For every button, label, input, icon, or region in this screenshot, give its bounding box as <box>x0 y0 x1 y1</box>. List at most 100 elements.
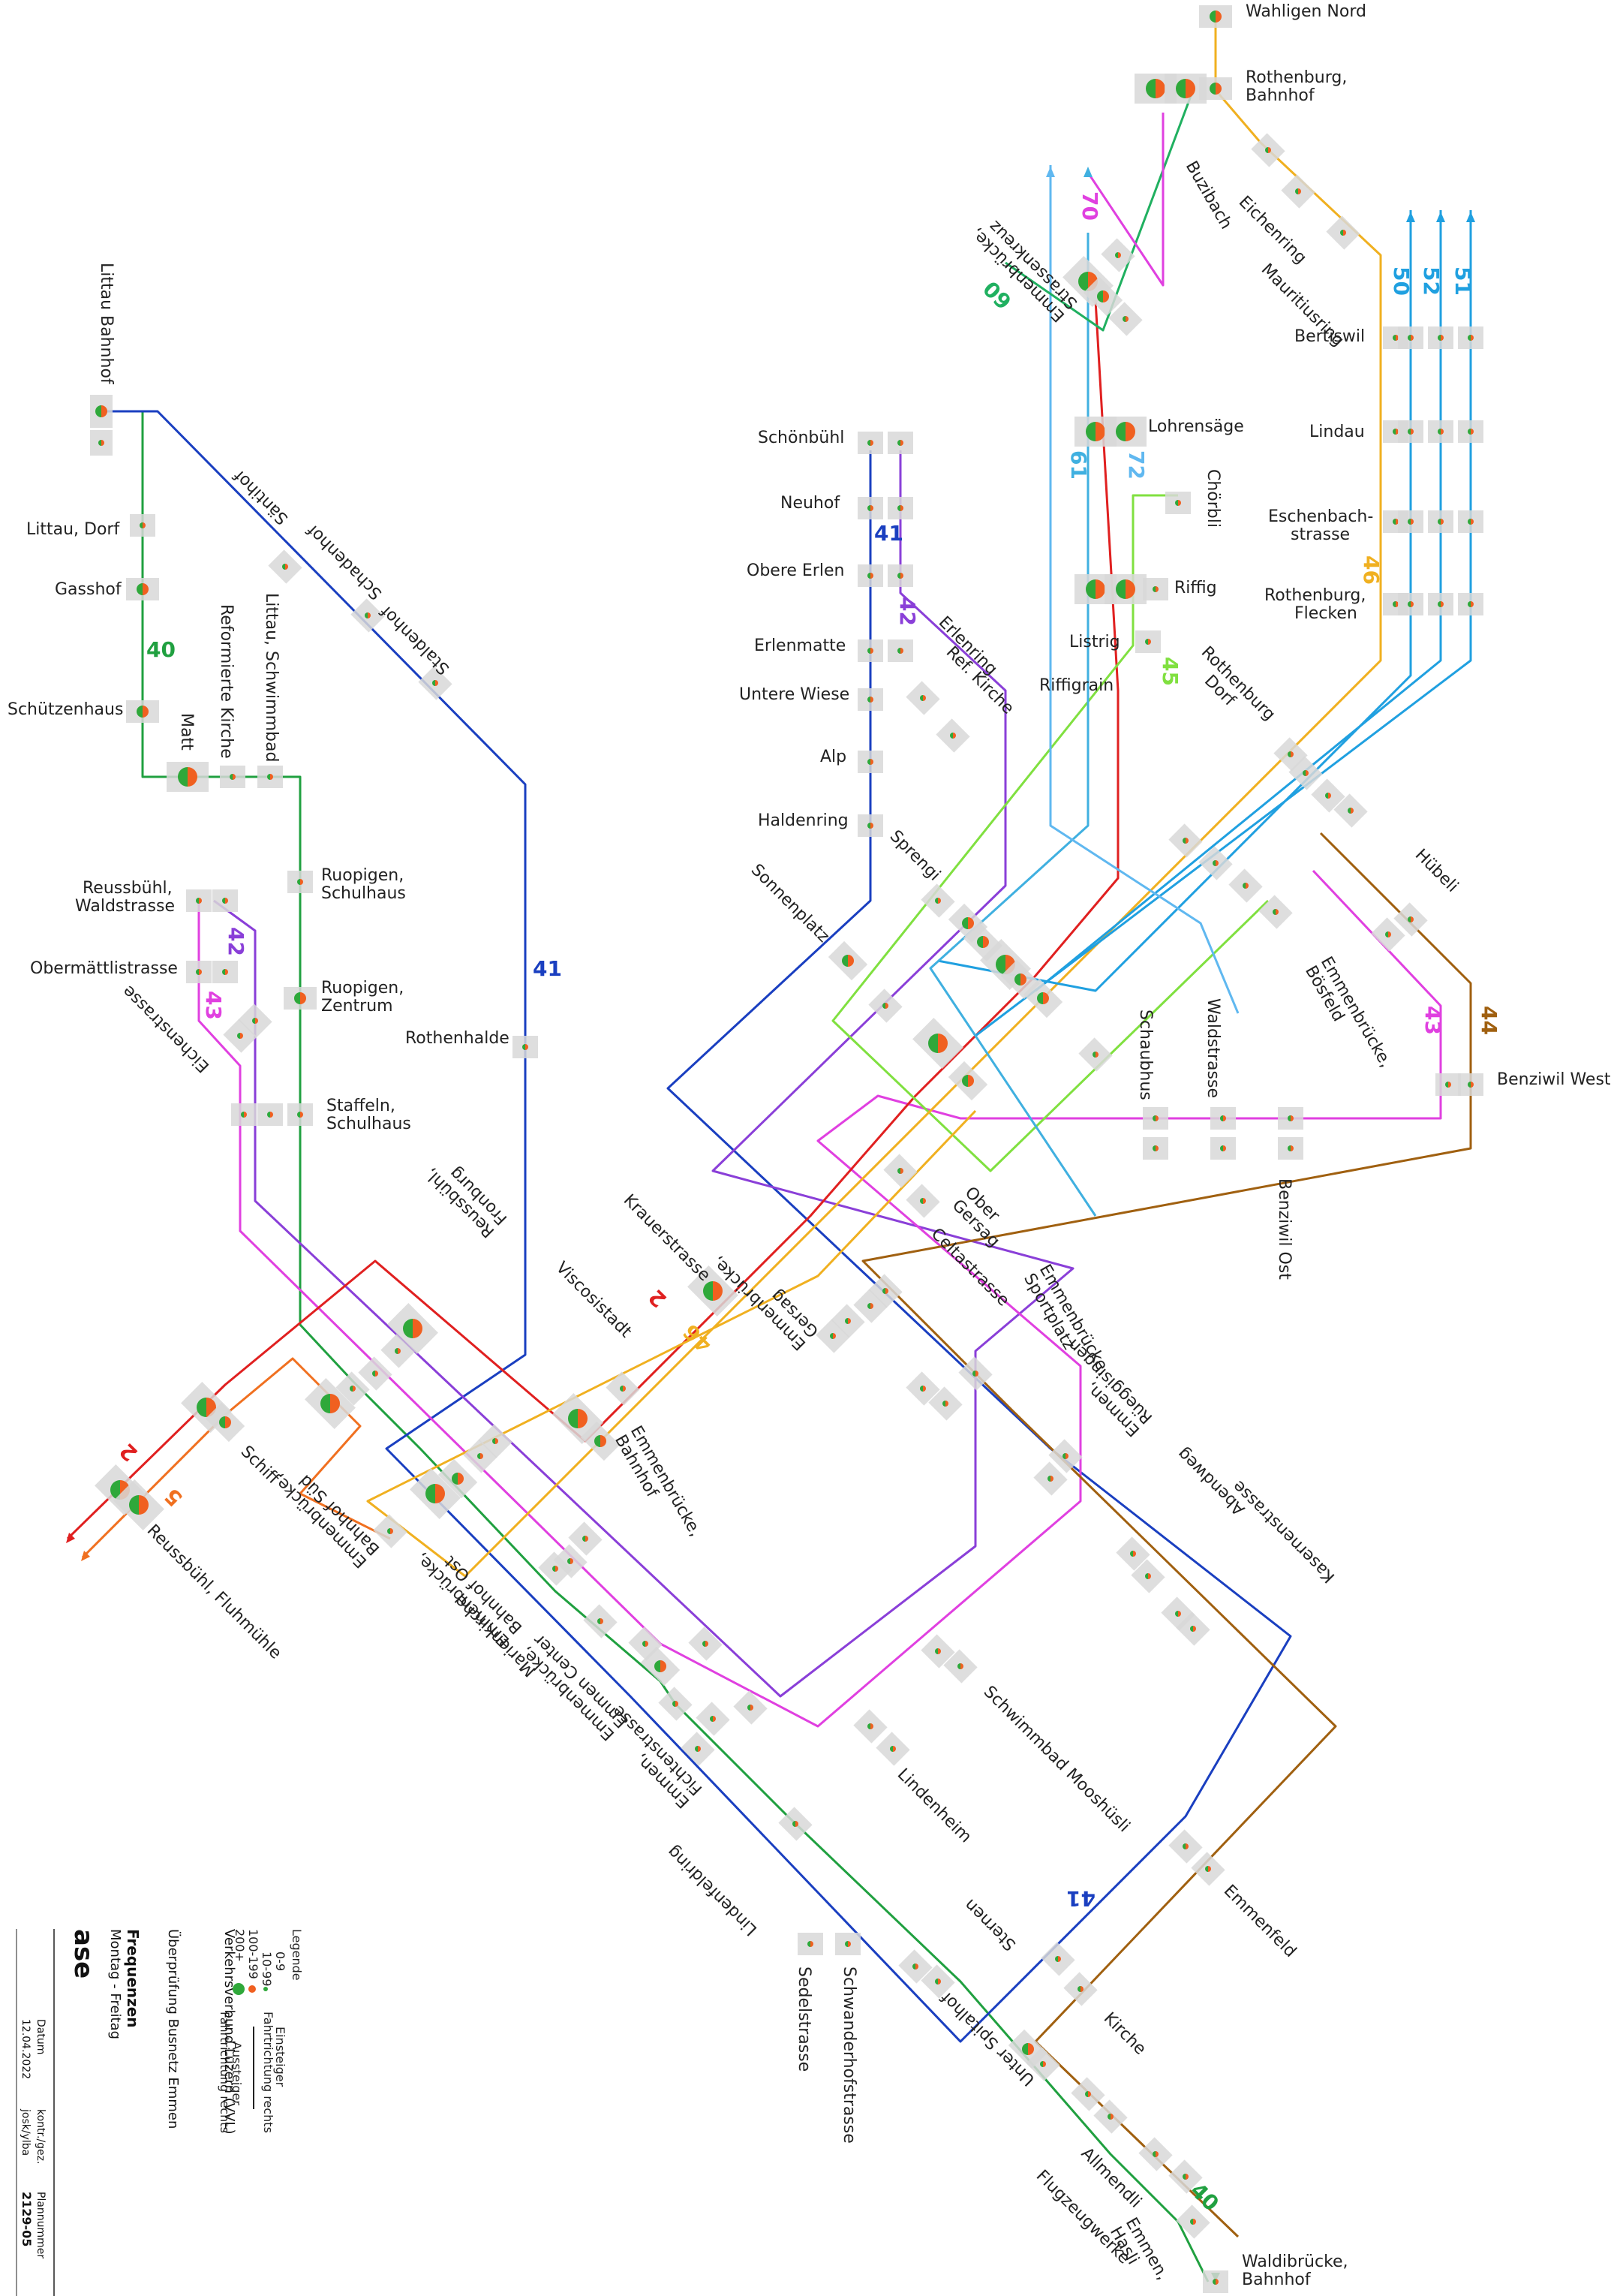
stop-marker-alighting-icon[interactable] <box>923 1198 926 1204</box>
stop-marker-alighting-icon[interactable] <box>705 1641 708 1647</box>
stop-marker-boarding-icon[interactable] <box>1408 429 1411 435</box>
stop-marker-alighting-icon[interactable] <box>1216 860 1219 866</box>
stop-marker-boarding-icon[interactable] <box>1086 579 1096 599</box>
stop-marker-alighting-icon[interactable] <box>1050 1476 1053 1482</box>
stop-marker-alighting-icon[interactable] <box>1291 1115 1294 1121</box>
stop-marker-boarding-icon[interactable] <box>1445 1082 1448 1088</box>
stop-marker-boarding-icon[interactable] <box>642 1641 645 1647</box>
stop-marker-alighting-icon[interactable] <box>1186 2174 1189 2180</box>
stop-marker-boarding-icon[interactable] <box>845 1941 848 1947</box>
stop-marker-boarding-icon[interactable] <box>962 1075 968 1087</box>
stop-marker-alighting-icon[interactable] <box>698 1746 701 1752</box>
stop-marker-boarding-icon[interactable] <box>1243 883 1246 889</box>
stop-marker-boarding-icon[interactable] <box>1295 188 1298 194</box>
stop-marker-alighting-icon[interactable] <box>1156 79 1165 98</box>
stop-marker-boarding-icon[interactable] <box>137 583 143 595</box>
stop-marker-boarding-icon[interactable] <box>972 1371 975 1377</box>
stop-marker-boarding-icon[interactable] <box>1123 316 1126 322</box>
stop-marker-alighting-icon[interactable] <box>375 1371 378 1377</box>
stop-marker-boarding-icon[interactable] <box>1190 1626 1193 1632</box>
stop-marker-alighting-icon[interactable] <box>1276 909 1279 915</box>
stop-marker-boarding-icon[interactable] <box>1086 422 1096 441</box>
stop-marker-boarding-icon[interactable] <box>350 1386 353 1392</box>
stop-marker-alighting-icon[interactable] <box>1156 586 1159 592</box>
stop-marker-boarding-icon[interactable] <box>1130 1551 1133 1557</box>
stop-marker-alighting-icon[interactable] <box>893 1746 896 1752</box>
stop-marker-alighting-icon[interactable] <box>923 695 926 701</box>
stop-marker-alighting-icon[interactable] <box>1328 793 1331 799</box>
stop-marker-alighting-icon[interactable] <box>1291 1145 1294 1151</box>
stop-marker-alighting-icon[interactable] <box>1411 335 1414 341</box>
stop-marker-alighting-icon[interactable] <box>1298 188 1301 194</box>
stop-marker-boarding-icon[interactable] <box>845 1318 848 1324</box>
stop-marker-alighting-icon[interactable] <box>1216 11 1222 23</box>
stop-marker-alighting-icon[interactable] <box>458 1473 464 1485</box>
stop-marker-boarding-icon[interactable] <box>957 1663 960 1669</box>
stop-marker-alighting-icon[interactable] <box>960 1663 963 1669</box>
stop-marker-alighting-icon[interactable] <box>199 898 202 904</box>
stop-marker-alighting-icon[interactable] <box>848 955 854 967</box>
stop-marker-alighting-icon[interactable] <box>578 1409 588 1428</box>
stop-marker-alighting-icon[interactable] <box>938 1979 941 1985</box>
stop-marker-boarding-icon[interactable] <box>282 564 285 570</box>
stop-marker-alighting-icon[interactable] <box>1268 147 1271 153</box>
stop-marker-boarding-icon[interactable] <box>1288 1115 1291 1121</box>
stop-marker-alighting-icon[interactable] <box>810 1941 813 1947</box>
stop-marker-boarding-icon[interactable] <box>1213 2279 1216 2285</box>
stop-marker-alighting-icon[interactable] <box>870 759 873 765</box>
stop-marker-boarding-icon[interactable] <box>568 1409 578 1428</box>
stop-marker-alighting-icon[interactable] <box>1081 1986 1084 1992</box>
stop-marker-boarding-icon[interactable] <box>297 1112 300 1118</box>
stop-marker-alighting-icon[interactable] <box>139 1495 149 1515</box>
stop-marker-boarding-icon[interactable] <box>1145 639 1148 645</box>
stop-marker-alighting-icon[interactable] <box>945 1401 948 1407</box>
stop-marker-boarding-icon[interactable] <box>1468 1082 1471 1088</box>
stop-marker-alighting-icon[interactable] <box>101 405 107 417</box>
stop-marker-boarding-icon[interactable] <box>703 1281 713 1301</box>
stop-marker-boarding-icon[interactable] <box>1408 519 1411 525</box>
stop-marker-boarding-icon[interactable] <box>1205 1866 1208 1872</box>
stop-marker-alighting-icon[interactable] <box>555 1566 558 1572</box>
stop-marker-boarding-icon[interactable] <box>935 898 938 904</box>
stop-marker-alighting-icon[interactable] <box>353 1386 356 1392</box>
stop-marker-alighting-icon[interactable] <box>1178 500 1181 506</box>
stop-marker-alighting-icon[interactable] <box>938 1648 941 1654</box>
stop-marker-alighting-icon[interactable] <box>1388 931 1391 937</box>
stop-marker-alighting-icon[interactable] <box>1411 916 1414 922</box>
stop-marker-boarding-icon[interactable] <box>1408 916 1411 922</box>
stop-marker-alighting-icon[interactable] <box>848 1318 851 1324</box>
stop-marker-boarding-icon[interactable] <box>432 680 435 686</box>
stop-marker-alighting-icon[interactable] <box>240 1033 243 1039</box>
stop-marker-alighting-icon[interactable] <box>1096 1052 1099 1058</box>
stop-marker-alighting-icon[interactable] <box>143 583 149 595</box>
stop-marker-boarding-icon[interactable] <box>1438 519 1441 525</box>
stop-marker-alighting-icon[interactable] <box>1411 429 1414 435</box>
stop-marker-boarding-icon[interactable] <box>867 697 870 703</box>
stop-marker-boarding-icon[interactable] <box>252 1018 255 1024</box>
stop-marker-alighting-icon[interactable] <box>495 1438 498 1444</box>
stop-marker-alighting-icon[interactable] <box>1126 422 1135 441</box>
stop-marker-boarding-icon[interactable] <box>962 917 968 929</box>
stop-marker-alighting-icon[interactable] <box>1126 579 1135 599</box>
stop-marker-boarding-icon[interactable] <box>1468 429 1471 435</box>
stop-marker-boarding-icon[interactable] <box>702 1641 705 1647</box>
stop-marker-boarding-icon[interactable] <box>1348 808 1351 814</box>
stop-marker-boarding-icon[interactable] <box>387 1528 390 1534</box>
stop-marker-boarding-icon[interactable] <box>1116 422 1126 441</box>
stop-marker-boarding-icon[interactable] <box>267 774 270 780</box>
stop-marker-boarding-icon[interactable] <box>867 823 870 829</box>
stop-marker-boarding-icon[interactable] <box>935 1979 938 1985</box>
stop-marker-boarding-icon[interactable] <box>882 1288 885 1294</box>
stop-marker-alighting-icon[interactable] <box>795 1821 798 1827</box>
stop-marker-boarding-icon[interactable] <box>178 767 188 787</box>
stop-marker-boarding-icon[interactable] <box>1438 429 1441 435</box>
stop-marker-boarding-icon[interactable] <box>552 1566 555 1572</box>
stop-marker-boarding-icon[interactable] <box>1468 601 1471 607</box>
stop-marker-boarding-icon[interactable] <box>294 992 300 1004</box>
stop-marker-boarding-icon[interactable] <box>1146 79 1156 98</box>
stop-marker-boarding-icon[interactable] <box>197 1398 206 1417</box>
stop-marker-alighting-icon[interactable] <box>1088 2091 1091 2097</box>
stop-marker-alighting-icon[interactable] <box>270 774 273 780</box>
stop-marker-alighting-icon[interactable] <box>1111 2114 1114 2120</box>
stop-marker-boarding-icon[interactable] <box>897 648 900 654</box>
